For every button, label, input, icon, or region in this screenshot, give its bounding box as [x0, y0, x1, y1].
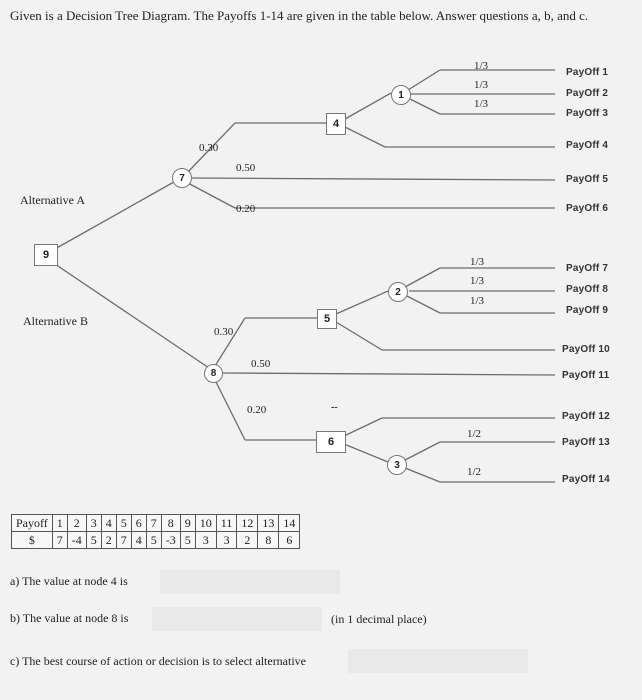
prob-label: 0.50: [251, 358, 271, 370]
table-cell: 8: [257, 531, 280, 549]
chance-node-2: 2: [388, 282, 408, 302]
prob-label: 1/2: [467, 428, 482, 440]
payoff-table: Payoff 1 2 3 4 5 6 7 8 9 10 11 12 13 14 …: [11, 514, 301, 549]
table-cell: 3: [215, 531, 238, 549]
prob-label: 1/3: [470, 275, 485, 287]
table-cell: 10: [194, 514, 217, 532]
table-cell: 5: [115, 514, 132, 532]
question-c: c) The best course of action or decision…: [10, 654, 307, 668]
payoff-label: PayOff 7: [566, 263, 609, 274]
table-cell: 3: [85, 514, 102, 532]
table-header-row: Payoff 1 2 3 4 5 6 7 8 9 10 11 12 13 14: [11, 514, 301, 532]
table-cell: 5: [179, 531, 196, 549]
payoff-label: PayOff 13: [562, 437, 610, 448]
payoff-label: PayOff 4: [566, 140, 609, 151]
prob-label: 0.30: [214, 326, 234, 338]
table-cell: 8: [160, 514, 181, 532]
table-cell: 3: [194, 531, 217, 549]
payoff-label: PayOff 9: [566, 305, 609, 316]
table-cell: 7: [51, 531, 68, 549]
prob-label: 1/3: [474, 79, 489, 91]
prob-label: 1/2: [467, 466, 482, 478]
prob-label: 1/3: [470, 295, 485, 307]
decision-node-5: 5: [317, 309, 337, 329]
payoff-label: PayOff 6: [566, 203, 609, 214]
table-cell: 5: [145, 531, 162, 549]
answer-c-blank[interactable]: [348, 649, 528, 673]
table-cell: -3: [160, 531, 181, 549]
prob-label: 0.20: [247, 404, 267, 416]
table-cell: 2: [100, 531, 117, 549]
table-cell: 12: [236, 514, 259, 532]
table-cell: 13: [257, 514, 280, 532]
payoff-label: PayOff 3: [566, 108, 609, 119]
decision-node-9: 9: [34, 244, 58, 266]
alternative-b-label: Alternative B: [23, 314, 88, 328]
table-cell: Payoff: [11, 514, 53, 532]
chance-node-1: 1: [391, 85, 411, 105]
question-intro: Given is a Decision Tree Diagram. The Pa…: [10, 8, 589, 23]
prob-label: 1/3: [470, 256, 485, 268]
dash-mark: --: [331, 402, 338, 413]
chance-node-8: 8: [204, 364, 223, 383]
payoff-label: PayOff 5: [566, 174, 609, 185]
table-cell: 4: [100, 514, 117, 532]
prob-label: 0.30: [199, 142, 219, 154]
decision-node-6: 6: [316, 431, 346, 453]
table-cell: 7: [145, 514, 162, 532]
table-cell: 2: [236, 531, 259, 549]
table-cell: -4: [66, 531, 87, 549]
table-cell: 4: [130, 531, 147, 549]
question-a: a) The value at node 4 is: [10, 574, 128, 588]
prob-label: 1/3: [474, 98, 489, 110]
prob-label: 0.20: [236, 203, 256, 215]
table-cell: 5: [85, 531, 102, 549]
payoff-label: PayOff 2: [566, 88, 609, 99]
table-cell: 6: [278, 531, 301, 549]
question-b-hint: (in 1 decimal place): [331, 612, 427, 626]
table-cell: 11: [215, 514, 238, 532]
alternative-a-label: Alternative A: [20, 193, 85, 207]
table-value-row: $ 7 -4 5 2 7 4 5 -3 5 3 3 2 8 6: [11, 531, 301, 549]
payoff-label: PayOff 14: [562, 474, 610, 485]
payoff-label: PayOff 12: [562, 411, 610, 422]
payoff-label: PayOff 11: [562, 370, 610, 381]
prob-label: 0.50: [236, 162, 256, 174]
payoff-label: PayOff 8: [566, 284, 609, 295]
table-cell: 6: [130, 514, 147, 532]
table-cell: 14: [278, 514, 301, 532]
payoff-label: PayOff 10: [562, 344, 610, 355]
prob-label: 1/3: [474, 60, 489, 72]
table-cell: 1: [51, 514, 68, 532]
decision-node-4: 4: [326, 113, 346, 135]
table-cell: 2: [66, 514, 87, 532]
chance-node-3: 3: [387, 455, 407, 475]
chance-node-7: 7: [172, 168, 192, 188]
answer-a-blank[interactable]: [160, 570, 340, 594]
question-b: b) The value at node 8 is: [10, 611, 129, 625]
table-cell: 7: [115, 531, 132, 549]
table-cell: 9: [179, 514, 196, 532]
answer-b-blank[interactable]: [152, 607, 322, 631]
table-cell: $: [11, 531, 53, 549]
payoff-label: PayOff 1: [566, 67, 609, 78]
